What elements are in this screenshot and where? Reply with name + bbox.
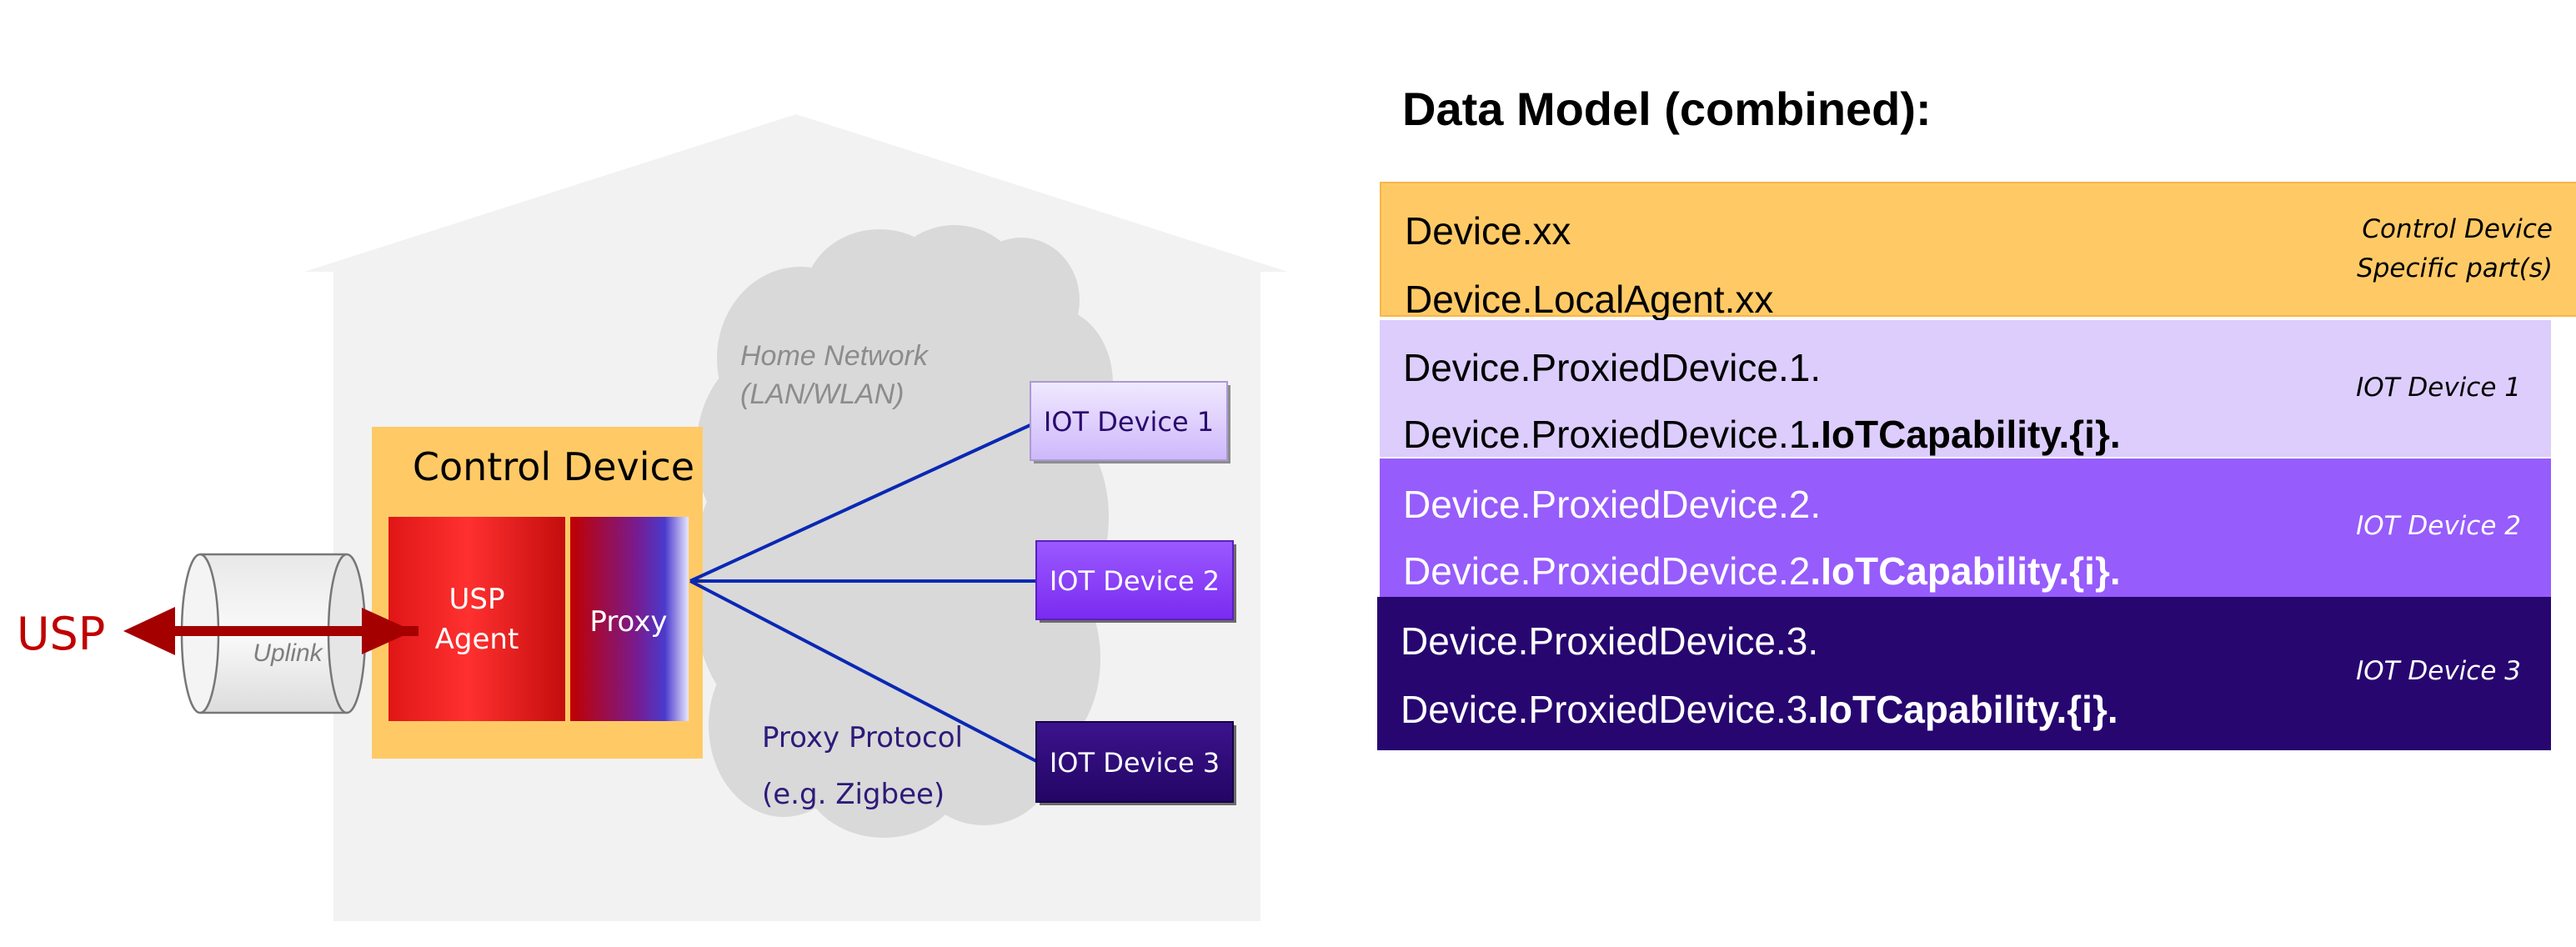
band-iot2-line1: Device.ProxiedDevice.2.	[1403, 483, 1822, 526]
usp-agent-label-line1: USP	[449, 583, 505, 616]
band-iot3-line2-prefix: Device.ProxiedDevice.3	[1401, 688, 1808, 731]
link-iot-device-3	[689, 579, 1037, 763]
iot-device-3-label: IOT Device 3	[1050, 747, 1220, 779]
band-iot2-tag-line1: IOT Device 2	[2356, 511, 2521, 541]
band-iot1-line2-bold: .IoTCapability.{i}.	[1810, 413, 2121, 456]
proxy-protocol-line2: (e.g. Zigbee)	[762, 778, 945, 811]
iot-device-2-box: IOT Device 2	[1035, 540, 1236, 623]
double-arrow-icon	[123, 607, 418, 655]
link-iot-device-1	[689, 422, 1035, 583]
band-iot1-line2: Device.ProxiedDevice.1.IoTCapability.{i}…	[1403, 412, 2121, 457]
band-iot3-line1: Device.ProxiedDevice.3.	[1401, 619, 1819, 663]
iot-device-1-box: IOT Device 1	[1030, 381, 1230, 463]
band-iot3-tag: IOT Device 3	[2356, 652, 2521, 691]
network-label-line1: Home Network	[740, 340, 930, 372]
usp-agent-block	[388, 517, 565, 721]
control-device-title: Control Device	[413, 444, 694, 489]
network-label-line2: (LAN/WLAN)	[740, 378, 904, 410]
iot-device-2-label: IOT Device 2	[1050, 565, 1220, 597]
band-iot2-line2-prefix: Device.ProxiedDevice.2	[1403, 549, 1811, 593]
band-iot2-line2: Device.ProxiedDevice.2.IoTCapability.{i}…	[1403, 549, 2121, 594]
band-iot3-line2: Device.ProxiedDevice.3.IoTCapability.{i}…	[1401, 687, 2118, 732]
data-model-title: Data Model (combined):	[1402, 83, 1932, 135]
band-iot2-line2-bold: .IoTCapability.{i}.	[1810, 549, 2121, 593]
band-control-tag: Control Device Specific part(s)	[2357, 210, 2553, 288]
usp-agent-label-line2: Agent	[435, 623, 519, 656]
data-model-band-control-device: Device.xx Device.LocalAgent.xx Control D…	[1380, 182, 2576, 321]
band-iot1-line1: Device.ProxiedDevice.1.	[1403, 346, 1822, 389]
iot-device-1-label: IOT Device 1	[1044, 406, 1214, 438]
band-iot3-line2-bold: .IoTCapability.{i}.	[1807, 688, 2118, 731]
usp-label: USP	[17, 608, 105, 660]
band-control-line2: Device.LocalAgent.xx	[1405, 277, 1773, 322]
band-control-tag-line2: Specific part(s)	[2357, 253, 2553, 283]
uplink-label: Uplink	[253, 639, 323, 667]
iot-device-3-box: IOT Device 3	[1035, 721, 1236, 805]
data-model-band-iot-device-2: Device.ProxiedDevice.2. Device.ProxiedDe…	[1380, 458, 2551, 597]
band-control-tag-line1: Control Device	[2362, 214, 2553, 244]
data-model-band-iot-device-3: Device.ProxiedDevice.3. Device.ProxiedDe…	[1377, 597, 2551, 750]
band-iot1-tag: IOT Device 1	[2356, 368, 2521, 408]
band-iot1-line2-prefix: Device.ProxiedDevice.1	[1403, 413, 1811, 456]
band-control-line2-prefix: Device.LocalAgent.xx	[1405, 278, 1774, 321]
band-iot2-tag: IOT Device 2	[2356, 507, 2521, 546]
band-iot1-tag-line1: IOT Device 1	[2356, 373, 2521, 403]
proxy-block	[570, 517, 689, 721]
proxy-links	[689, 422, 1037, 763]
proxy-label: Proxy	[589, 605, 667, 639]
proxy-protocol-line1: Proxy Protocol	[762, 721, 963, 754]
band-iot3-tag-line1: IOT Device 3	[2356, 656, 2521, 686]
data-model-band-iot-device-1: Device.ProxiedDevice.1. Device.ProxiedDe…	[1380, 320, 2551, 457]
band-control-line1: Device.xx	[1405, 209, 1571, 253]
